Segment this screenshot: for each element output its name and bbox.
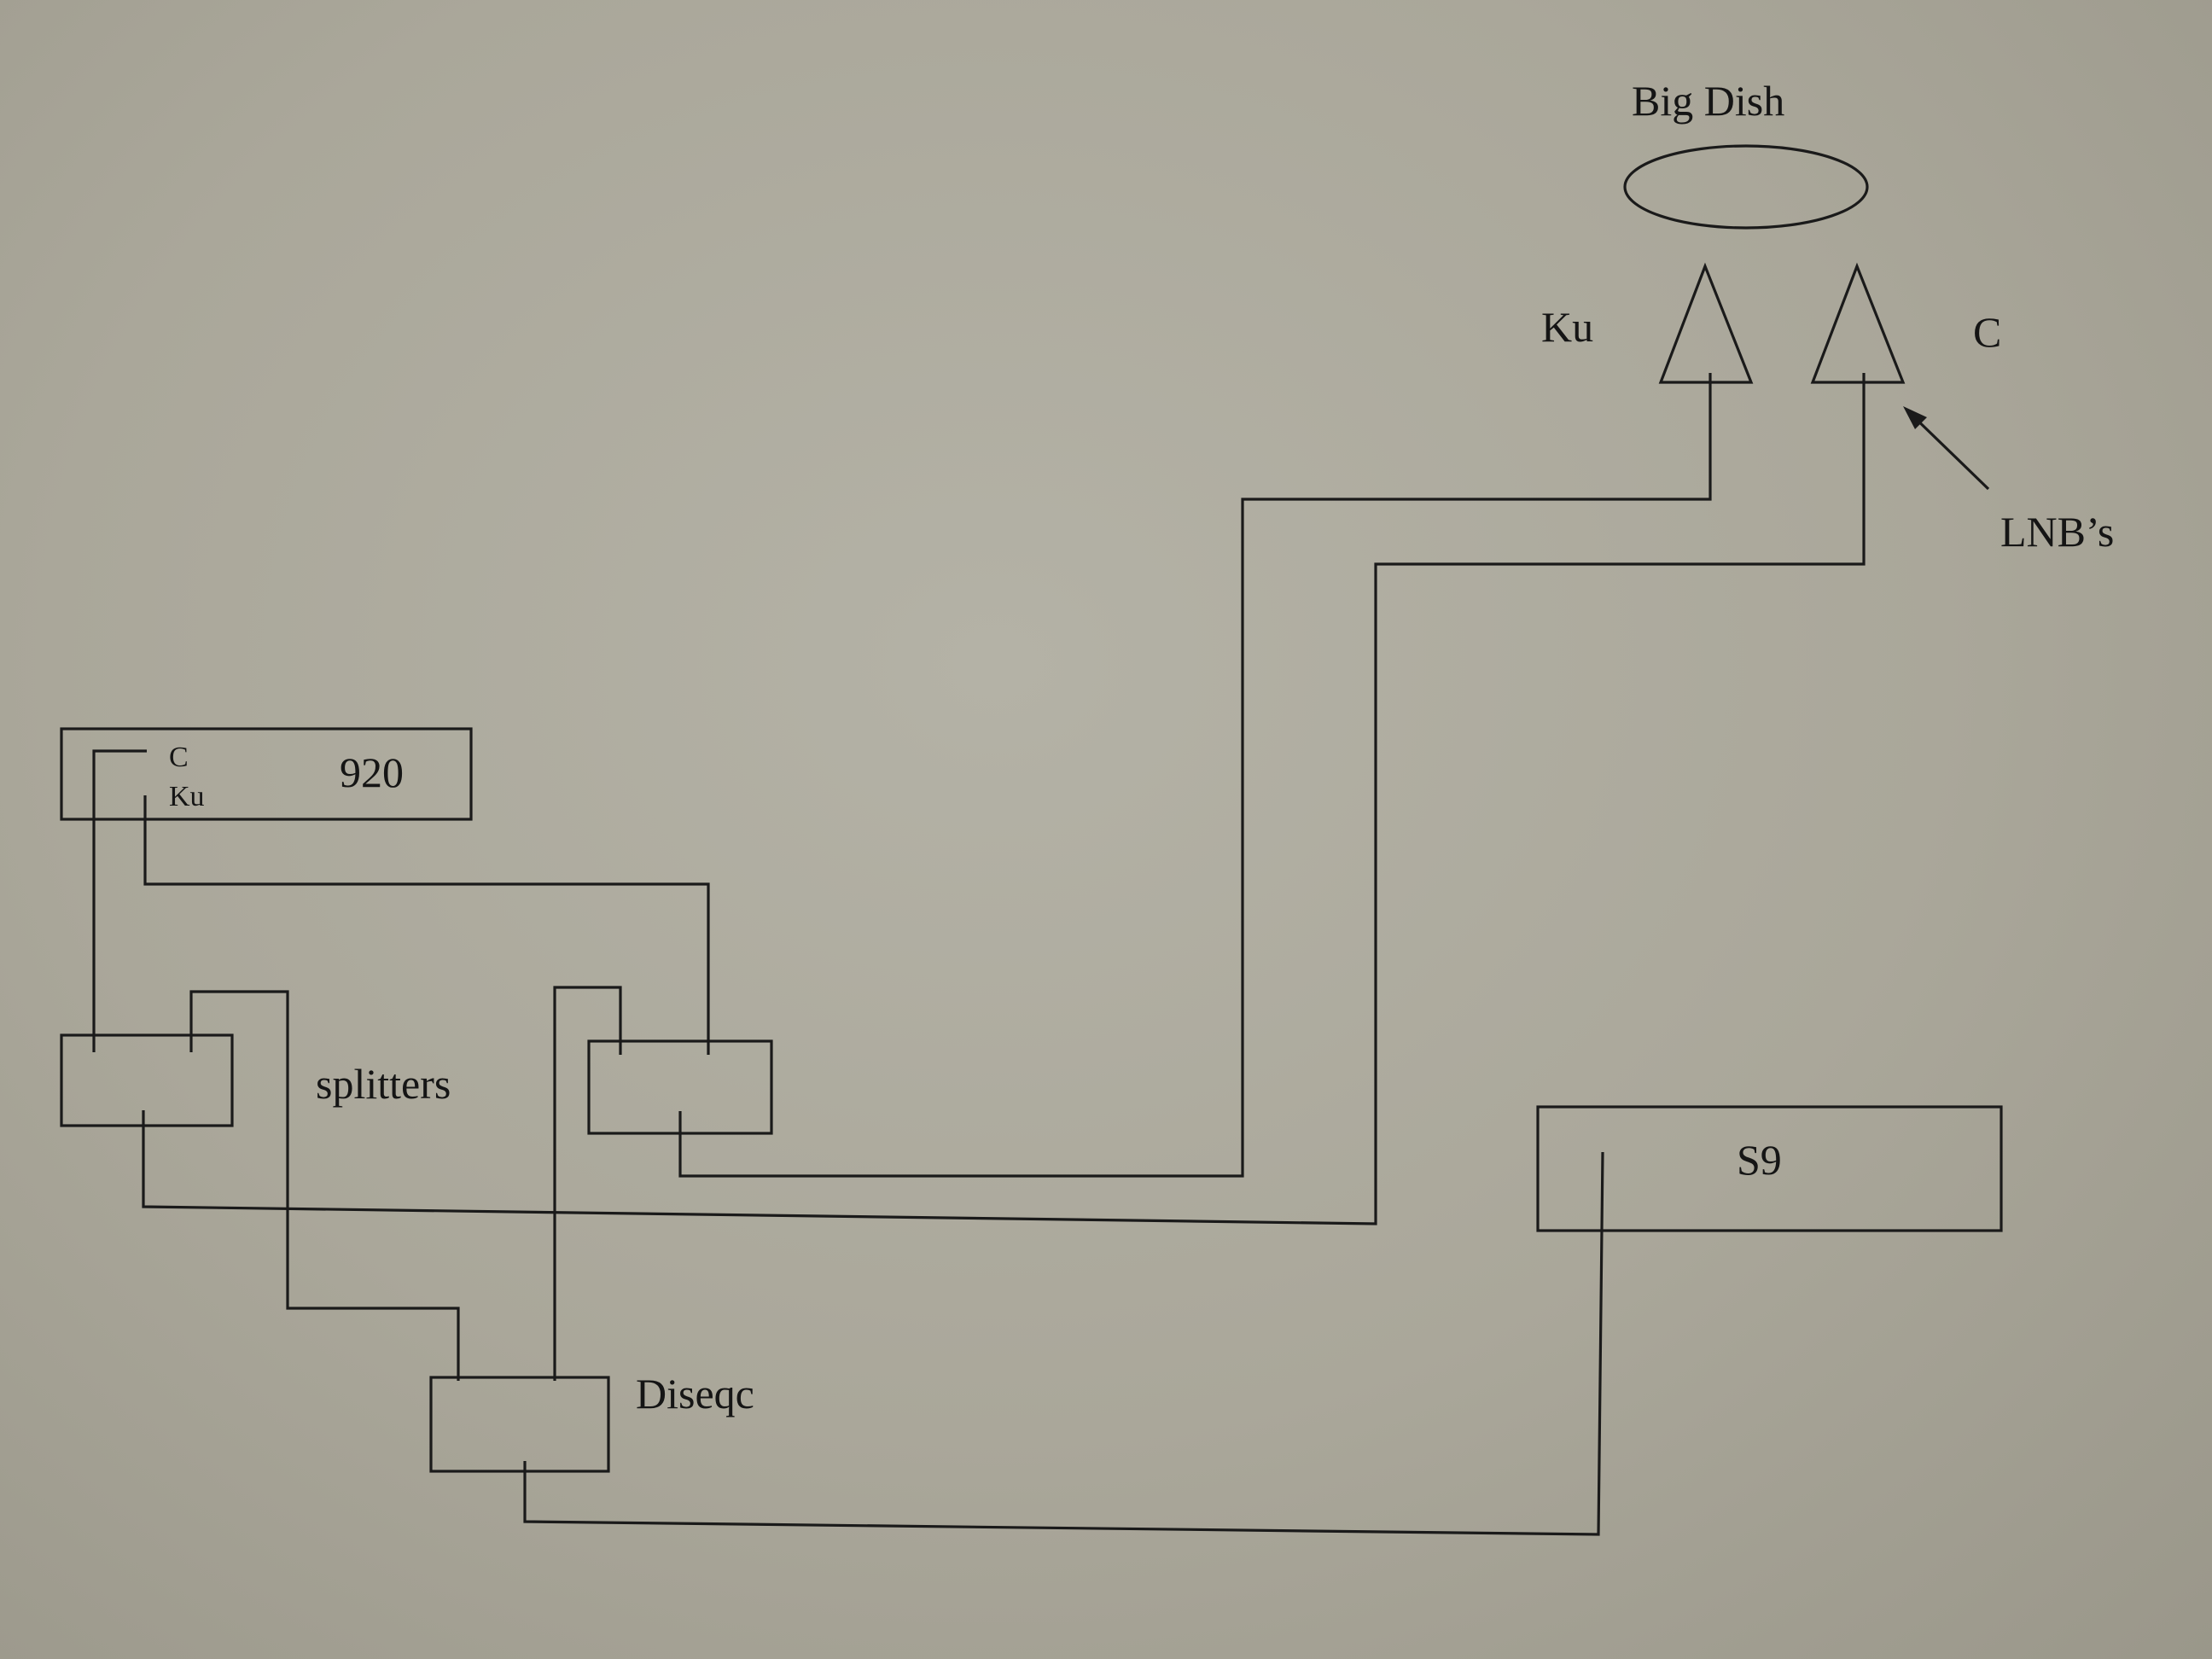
wire-diseqc-to-s9 <box>523 1151 1604 1536</box>
c-lnb-triangle <box>1810 262 1906 384</box>
receiver-s9-box <box>1536 1105 2003 1232</box>
lnb-pointer-arrow-line <box>1906 410 1990 491</box>
big-dish-ellipse <box>1623 144 1869 230</box>
wire-left-splitter-to-c-lnb <box>142 373 1866 1225</box>
wire-right-splitter-to-ku-lnb <box>678 373 1712 1178</box>
receiver-920-port-ku-label: Ku <box>169 781 205 812</box>
ku-lnb-triangle <box>1658 262 1754 384</box>
receiver-s9-label: S9 <box>1737 1136 1782 1184</box>
diseqc-label: Diseqc <box>636 1370 754 1417</box>
diseqc-box <box>429 1376 610 1473</box>
c-lnb-label: C <box>1973 308 2001 356</box>
wire-920-c-to-left-splitter <box>92 749 147 1052</box>
receiver-920-box <box>60 727 473 821</box>
wire-right-splitter-to-diseqc <box>553 986 622 1381</box>
wire-left-splitter-to-diseqc <box>189 990 460 1381</box>
splitter-left-box <box>60 1033 234 1127</box>
splitters-label: splitters <box>316 1060 451 1108</box>
receiver-920-port-c-label: C <box>169 742 189 773</box>
receiver-920-label: 920 <box>340 748 404 796</box>
lnb-pointer-arrowhead <box>1903 406 1927 429</box>
lnb-pointer-label: LNB’s <box>2000 508 2114 556</box>
wire-920-ku-to-right-splitter <box>143 795 710 1055</box>
ku-lnb-label: Ku <box>1541 303 1593 351</box>
big-dish-label: Big Dish <box>1632 77 1784 125</box>
